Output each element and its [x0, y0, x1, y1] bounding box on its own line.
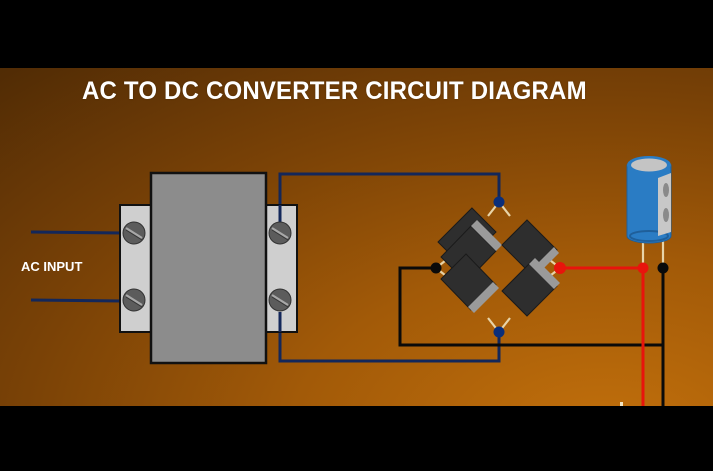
positive-wires — [560, 266, 645, 406]
capacitor-icon — [626, 156, 672, 274]
diode-band — [471, 220, 502, 251]
diagram-title: AC TO DC CONVERTER CIRCUIT DIAGRAM — [82, 77, 587, 105]
capacitor-node-negative — [657, 262, 669, 274]
bridge-node-positive — [554, 262, 566, 274]
ac-input-wires — [30, 230, 123, 303]
screw-icon — [268, 221, 292, 245]
capacitor-node-positive — [637, 262, 649, 274]
letterbox-bottom — [0, 406, 713, 471]
negative-wires — [398, 266, 665, 406]
cursor-speck — [620, 402, 623, 406]
circuit-drawing — [30, 156, 672, 406]
bridge-node-ac-bottom — [493, 326, 505, 338]
screw-icon — [268, 288, 292, 312]
bridge-rectifier — [430, 196, 566, 338]
bridge-node-ac-top — [493, 196, 505, 208]
screw-icon — [122, 288, 146, 312]
transformer-core — [149, 171, 268, 365]
diode-icon — [501, 260, 558, 317]
screw-icon — [122, 221, 146, 245]
diode-band — [529, 258, 560, 289]
bridge-node-negative — [430, 262, 442, 274]
diode-band — [468, 282, 499, 313]
letterbox-top — [0, 0, 713, 68]
ac-input-label: AC INPUT — [21, 259, 83, 274]
transformer — [119, 171, 298, 365]
diagram-canvas: AC TO DC CONVERTER CIRCUIT DIAGRAM AC IN… — [0, 68, 713, 406]
